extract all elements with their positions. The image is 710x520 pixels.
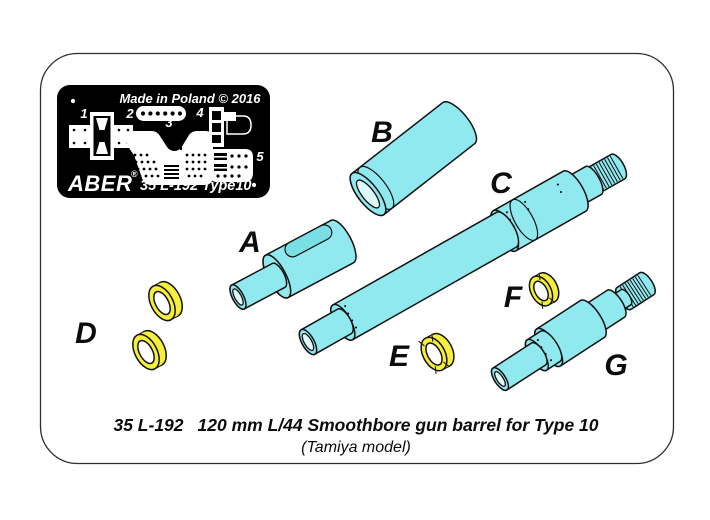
fret-number-4: 4 xyxy=(195,105,204,120)
fret-part-1 xyxy=(69,112,133,160)
caption-title-text: 120 mm L/44 Smoothbore gun barrel for Ty… xyxy=(198,415,599,435)
part-d-ring-1-hole xyxy=(153,290,171,316)
part-g-bore xyxy=(493,371,507,387)
brand-text: ABER xyxy=(67,171,132,196)
part-label-a: A xyxy=(238,226,261,259)
caption-code: 35 L-192 xyxy=(113,415,183,435)
fret-part-3-holes xyxy=(133,153,207,178)
part-c-bore xyxy=(301,332,315,352)
caption-title: 35 L-192 120 mm L/44 Smoothbore gun barre… xyxy=(113,415,598,435)
fret-number-2: 2 xyxy=(125,106,134,121)
made-in-text: Made in Poland © 2016 xyxy=(119,91,261,106)
fret-corner-dot xyxy=(251,182,257,188)
part-e-ring xyxy=(418,332,455,374)
part-c-barrel xyxy=(298,153,628,356)
registered-mark: ® xyxy=(131,169,138,179)
fret-number-1: 1 xyxy=(80,106,87,121)
part-label-f: F xyxy=(504,281,523,314)
part-f-ring-notches xyxy=(538,273,556,309)
part-a-slot xyxy=(284,224,333,258)
fret-corner-dot xyxy=(70,98,76,104)
part-b-sleeve xyxy=(349,101,478,217)
part-d-ring-1 xyxy=(148,280,184,322)
caption-subtitle: (Tamiya model) xyxy=(301,439,411,456)
etched-fret-plate: Made in Poland © 2016 xyxy=(57,85,270,198)
part-d-ring-2-hole xyxy=(137,339,155,365)
fret-part-4 xyxy=(209,107,252,147)
fret-part-3 xyxy=(126,131,213,185)
part-e-ring-notches xyxy=(418,334,450,374)
fret-part-2 xyxy=(136,106,186,121)
fret-part-3-slots xyxy=(164,142,182,179)
part-d-ring-2 xyxy=(132,329,168,371)
fret-number-5: 5 xyxy=(256,149,264,164)
part-label-d: D xyxy=(75,317,97,350)
sheet-border xyxy=(39,52,675,465)
part-label-c: C xyxy=(490,167,513,200)
part-a-breech xyxy=(229,219,357,310)
part-label-b: B xyxy=(371,116,393,149)
fret-code-text: 35 L-192 Type10 xyxy=(140,178,252,194)
part-f-ring xyxy=(528,272,560,309)
part-a-bore xyxy=(232,288,244,306)
part-g-collar-piece xyxy=(490,271,656,392)
part-b-bore xyxy=(355,179,381,209)
fret-part-5 xyxy=(210,149,253,182)
fret-number-3: 3 xyxy=(165,115,173,130)
part-label-e: E xyxy=(389,340,410,373)
part-label-g: G xyxy=(604,349,627,382)
part-f-ring-hole xyxy=(533,280,549,302)
part-e-ring-hole xyxy=(425,342,443,366)
part-c-thread-hatch xyxy=(587,155,624,192)
